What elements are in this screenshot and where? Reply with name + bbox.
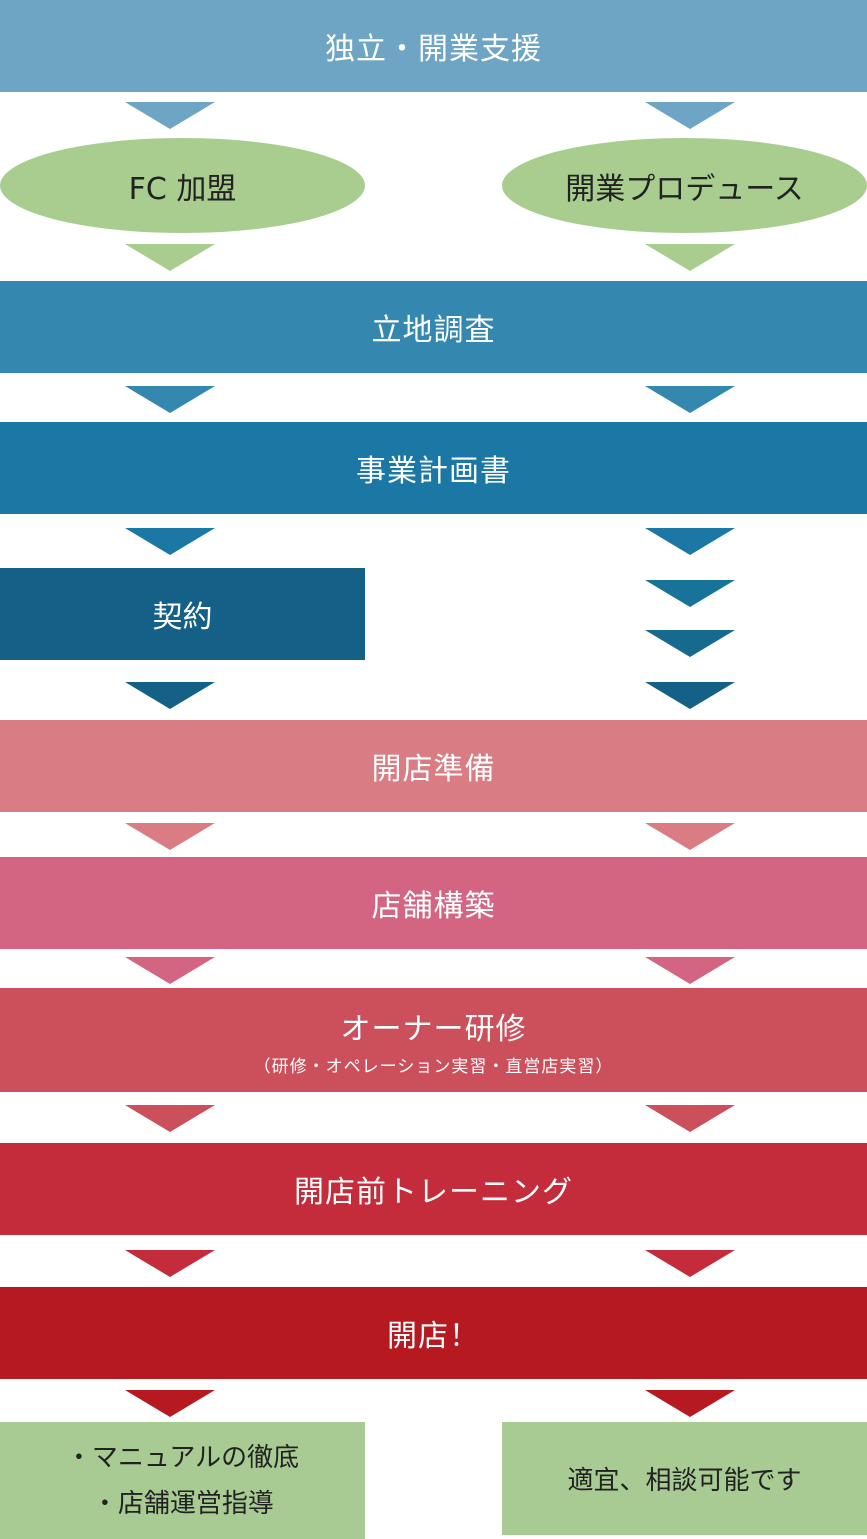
step-business-plan: 事業計画書 <box>0 422 867 514</box>
arrow-down-icon <box>125 1105 215 1132</box>
arrow-down-icon <box>125 386 215 413</box>
arrow-down-icon <box>125 244 215 271</box>
arrow-down-icon <box>125 1390 215 1417</box>
arrow-down-icon <box>645 386 735 413</box>
step-owner-training: オーナー研修 （研修・オペレーション実習・直営店実習） <box>0 988 867 1092</box>
step-owner-training-sublabel: （研修・オペレーション実習・直営店実習） <box>253 1056 614 1077</box>
step-opening-prep: 開店準備 <box>0 720 867 812</box>
branch-opening-produce: 開業プロデュース <box>502 138 867 233</box>
arrow-down-icon <box>645 630 735 657</box>
arrow-down-icon <box>645 1250 735 1277</box>
arrow-down-icon <box>125 102 215 129</box>
arrow-down-icon <box>125 528 215 555</box>
branch-fc-join: FC 加盟 <box>0 138 365 233</box>
note-fc-item-manual: ・マニュアルの徹底 <box>65 1442 300 1473</box>
step-grand-opening: 開店！ <box>0 1287 867 1379</box>
branch-fc-join-label: FC 加盟 <box>128 171 237 207</box>
branch-opening-produce-label: 開業プロデュース <box>565 171 804 207</box>
arrow-down-icon <box>125 682 215 709</box>
note-fc-item-guidance: ・店舗運営指導 <box>91 1488 274 1519</box>
arrow-down-icon <box>645 957 735 984</box>
arrow-down-icon <box>645 823 735 850</box>
arrow-down-icon <box>645 682 735 709</box>
top-banner-title: 独立・開業支援 <box>325 32 542 67</box>
step-grand-opening-label: 開店！ <box>387 1319 480 1354</box>
step-store-construction: 店舗構築 <box>0 857 867 949</box>
arrow-down-icon <box>645 244 735 271</box>
note-produce-support: 適宜、相談可能です <box>502 1422 867 1535</box>
step-contract: 契約 <box>0 568 365 660</box>
arrow-down-icon <box>645 1390 735 1417</box>
step-pre-opening-training-label: 開店前トレーニング <box>294 1175 573 1210</box>
arrow-down-icon <box>645 102 735 129</box>
step-pre-opening-training: 開店前トレーニング <box>0 1143 867 1235</box>
step-site-survey: 立地調査 <box>0 281 867 373</box>
arrow-down-icon <box>125 957 215 984</box>
arrow-down-icon <box>125 1250 215 1277</box>
step-business-plan-label: 事業計画書 <box>356 454 511 489</box>
step-site-survey-label: 立地調査 <box>371 313 496 348</box>
top-banner: 独立・開業支援 <box>0 0 867 92</box>
note-produce-text: 適宜、相談可能です <box>567 1466 802 1496</box>
step-owner-training-label: オーナー研修 <box>340 1011 527 1047</box>
arrow-down-icon <box>125 823 215 850</box>
step-contract-label: 契約 <box>152 600 213 635</box>
arrow-down-icon <box>645 580 735 607</box>
arrow-down-icon <box>645 1105 735 1132</box>
step-store-construction-label: 店舗構築 <box>371 889 496 924</box>
step-opening-prep-label: 開店準備 <box>371 752 496 787</box>
note-fc-support: ・マニュアルの徹底 ・店舗運営指導 <box>0 1422 365 1539</box>
arrow-down-icon <box>645 528 735 555</box>
